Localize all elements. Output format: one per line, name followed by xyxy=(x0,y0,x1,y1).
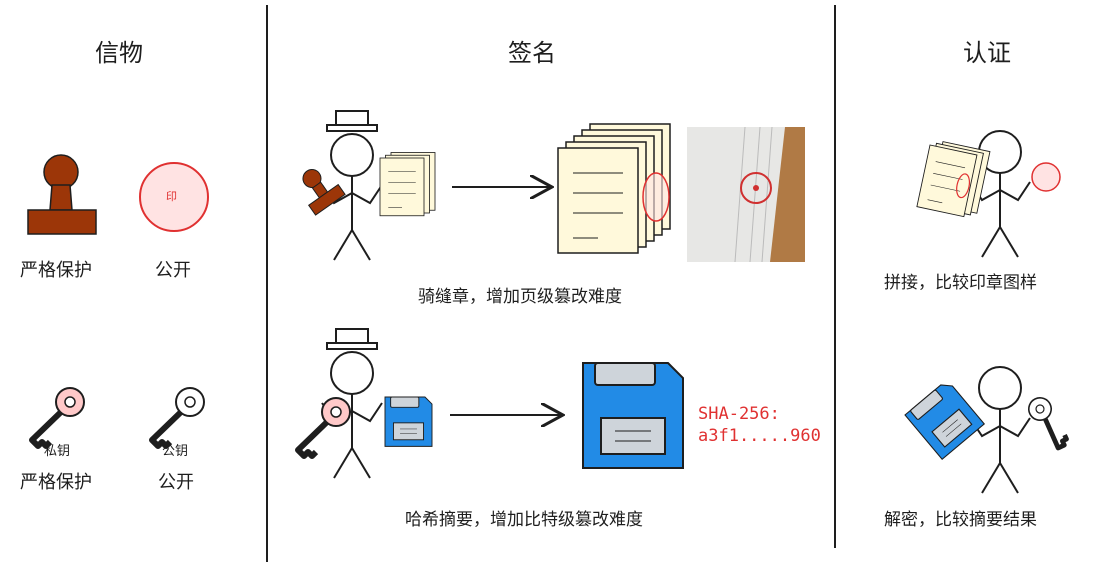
seal-imprint-label: 公开 xyxy=(155,260,191,281)
private-key-held-icon xyxy=(298,398,350,456)
seal-imprint-icon xyxy=(139,162,209,232)
public-key-label: 公开 xyxy=(158,472,194,493)
small-disk-icon xyxy=(384,396,433,447)
document-stack-stamped xyxy=(557,123,671,254)
public-key-icon xyxy=(152,388,204,446)
hat-icon xyxy=(326,110,378,132)
column-title-signature: 签名 xyxy=(508,39,556,67)
small-seal-icon xyxy=(302,169,346,216)
disk-icon xyxy=(582,362,684,469)
verify-row2-caption: 解密，比较摘要结果 xyxy=(884,510,1037,530)
seal-char: 印 xyxy=(166,190,177,203)
seal-label: 严格保护 xyxy=(20,260,92,281)
hat-icon-2 xyxy=(326,328,378,350)
verify-imprint-icon xyxy=(1031,162,1061,192)
hash-value: a3f1.....960 xyxy=(698,426,821,446)
hash-label: SHA-256: a3f1.....960 xyxy=(698,403,821,447)
small-document-stack xyxy=(379,152,436,217)
tilted-disk-icon xyxy=(904,379,985,460)
private-key-label: 严格保护 xyxy=(20,472,92,493)
stamped-paper-photo xyxy=(687,126,805,263)
signature-row1-caption: 骑缝章，增加页级篡改难度 xyxy=(418,287,622,307)
column-title-token: 信物 xyxy=(95,39,143,67)
verify-document-stack xyxy=(916,141,991,218)
public-key-tag: 公钥 xyxy=(162,444,189,459)
verifier-figure-2 xyxy=(969,366,1031,494)
seal-icon xyxy=(27,154,97,235)
private-key-icon xyxy=(32,388,84,446)
private-key-tag: 私钥 xyxy=(44,444,71,459)
signature-row2-caption: 哈希摘要，增加比特级篡改难度 xyxy=(405,510,643,530)
verify-row1-caption: 拼接，比较印章图样 xyxy=(884,273,1037,293)
hash-algorithm: SHA-256: xyxy=(698,404,780,424)
column-title-verify: 认证 xyxy=(963,39,1011,67)
